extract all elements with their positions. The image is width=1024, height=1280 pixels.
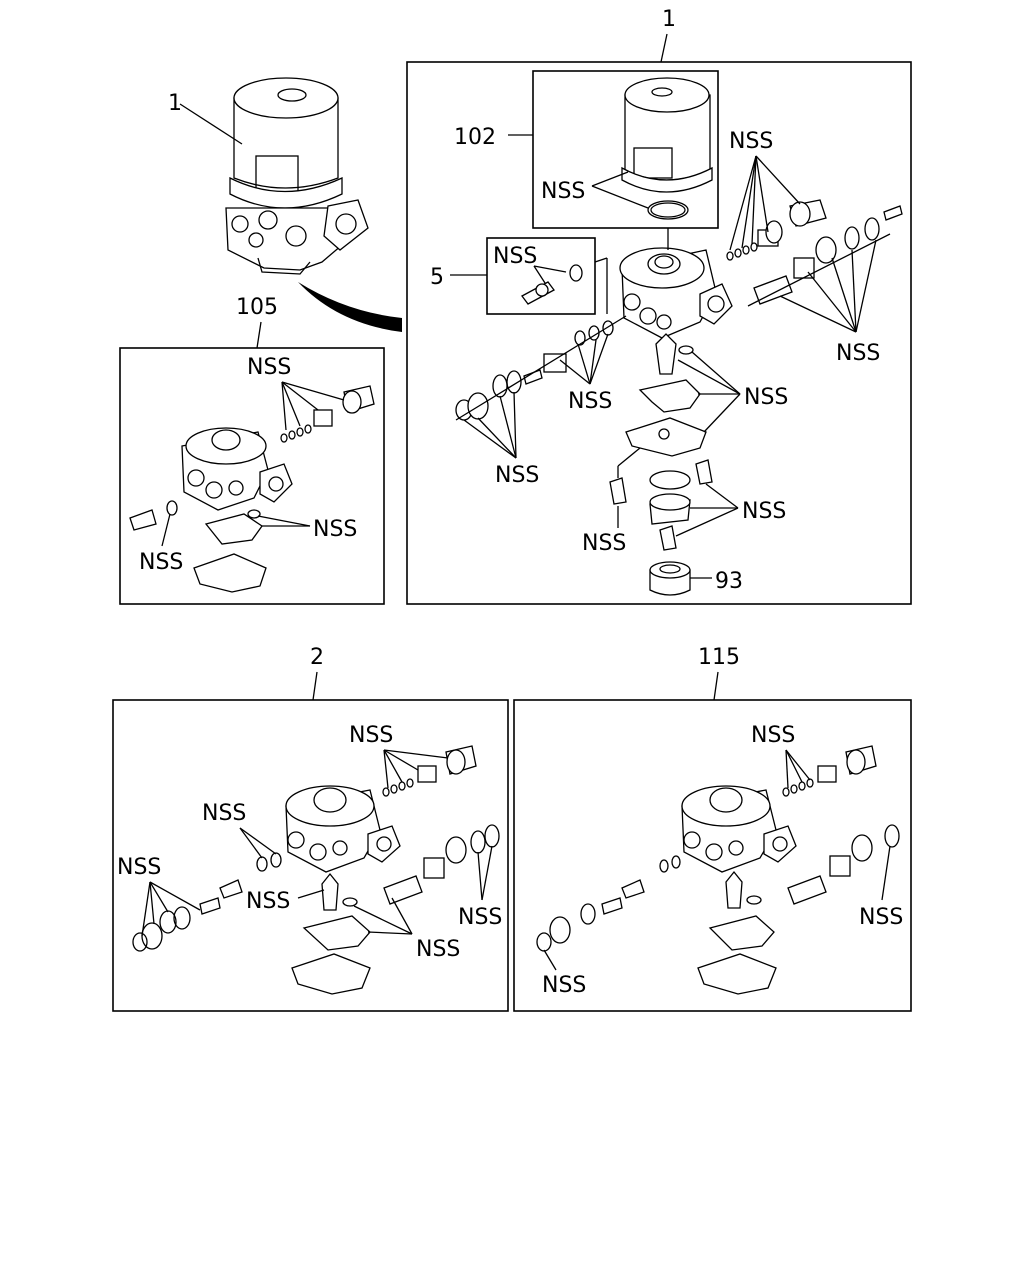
air-dryer-assembly <box>225 77 369 275</box>
panel-2 <box>112 699 509 1012</box>
part-93-drawing <box>649 561 691 596</box>
label-nss-top-right: NSS <box>729 129 773 154</box>
label-nss-115-right: NSS <box>859 905 903 930</box>
panel-2-drawing <box>132 745 500 995</box>
leader-main-unit <box>179 103 243 145</box>
panel-115-drawing <box>536 745 900 995</box>
panel-cartridge <box>532 70 719 229</box>
label-part-93: 93 <box>715 569 743 594</box>
lower-center-parts <box>609 333 713 551</box>
label-nss-lower-right: NSS <box>744 385 788 410</box>
panel-105-drawing <box>129 385 375 593</box>
label-nss-2-center: NSS <box>246 889 290 914</box>
label-nss-bottom-center: NSS <box>582 531 626 556</box>
label-nss-2-right: NSS <box>458 905 502 930</box>
label-panel-105: 105 <box>236 295 278 320</box>
label-nss-sub-5: NSS <box>493 244 537 269</box>
label-nss-cartridge: NSS <box>541 179 585 204</box>
main-housing-drawing <box>619 228 733 339</box>
panel-105 <box>119 347 385 605</box>
valve-screw-drawing <box>521 264 583 305</box>
label-panel-main: 1 <box>662 7 676 32</box>
panel-main <box>406 61 912 605</box>
label-panel-2: 2 <box>310 645 324 670</box>
label-nss-2-top: NSS <box>349 723 393 748</box>
label-nss-right: NSS <box>836 341 880 366</box>
label-nss-115-top: NSS <box>751 723 795 748</box>
cartridge-drawing <box>621 77 713 220</box>
label-nss-105-left: NSS <box>139 550 183 575</box>
label-nss-left: NSS <box>495 463 539 488</box>
label-nss-bottom-right: NSS <box>742 499 786 524</box>
panel-sub-5 <box>486 237 596 315</box>
label-panel-115: 115 <box>698 645 740 670</box>
panel-115 <box>513 699 912 1012</box>
label-sub-5: 5 <box>430 265 444 290</box>
label-nss-2-mid: NSS <box>202 801 246 826</box>
label-nss-2-bottom: NSS <box>416 937 460 962</box>
label-nss-2-left: NSS <box>117 855 161 880</box>
label-nss-mid-left: NSS <box>568 389 612 414</box>
assembly-arrow <box>298 282 402 332</box>
label-nss-105-top: NSS <box>247 355 291 380</box>
label-main-unit: 1 <box>168 91 182 116</box>
label-nss-105-right: NSS <box>313 517 357 542</box>
label-cartridge: 102 <box>454 125 496 150</box>
left-parts-stack <box>455 315 627 421</box>
label-nss-115-left: NSS <box>542 973 586 998</box>
